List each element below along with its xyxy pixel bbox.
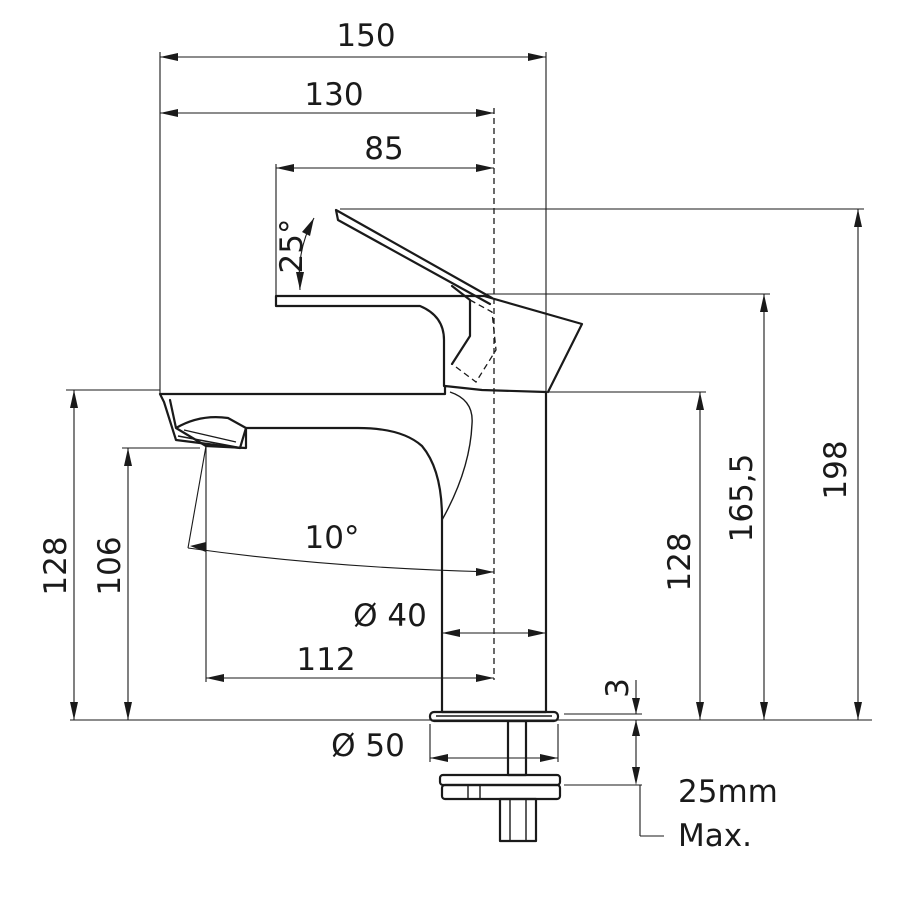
label-max-thickness: 25mm (678, 774, 778, 810)
dimension-10-degree: 10° (187, 445, 495, 682)
label-spout-reach: 112 (296, 642, 355, 678)
label-base-diameter: Ø 40 (353, 598, 427, 634)
label-total-height: 198 (818, 440, 854, 499)
handle-lever (334, 208, 494, 366)
gasket (428, 710, 560, 723)
label-spout-height-left: 128 (38, 536, 74, 595)
threaded-rod (506, 719, 528, 777)
body-inner-curve (441, 391, 473, 521)
label-handle-base-height: 165,5 (724, 454, 760, 543)
faucet-body (158, 384, 548, 714)
nut-plate (440, 783, 562, 801)
label-overall-width: 150 (336, 18, 395, 54)
dimension-128-right: 128 (546, 391, 706, 720)
dimension-25mm-max: 25mm Max. (564, 746, 778, 854)
label-outlet-height: 106 (92, 536, 128, 595)
backing-washer (438, 773, 562, 787)
label-spout-angle: 10° (305, 520, 360, 556)
hex-nut (498, 797, 538, 843)
handle-cartridge (274, 294, 584, 394)
dimension-25-degree: 25° (274, 217, 315, 291)
handle-hidden-outline (451, 299, 497, 383)
dimension-165-5: 165,5 (484, 293, 770, 720)
dimension-85: 85 (275, 131, 494, 296)
dimension-198: 198 (340, 208, 864, 720)
aerator (177, 429, 243, 449)
faucet-outline (158, 208, 584, 843)
label-handle-angle: 25° (274, 219, 310, 274)
dimension-128-left: 128 (38, 389, 160, 720)
dimension-diameter-40: Ø 40 (353, 598, 546, 637)
label-spout-height-right: 128 (662, 532, 698, 591)
dimension-3: 3 (600, 678, 640, 746)
label-body-width: 130 (304, 77, 363, 113)
label-flange-diameter: Ø 50 (331, 728, 405, 764)
dimension-106: 106 (92, 447, 200, 720)
label-max: Max. (678, 818, 752, 854)
dimension-112: 112 (206, 642, 494, 682)
dimension-150: 150 (159, 18, 547, 394)
dimension-diameter-50: Ø 50 (331, 724, 559, 764)
dimension-130: 130 (160, 77, 494, 117)
label-gasket-thickness: 3 (600, 678, 636, 698)
label-handle-width: 85 (364, 131, 403, 167)
